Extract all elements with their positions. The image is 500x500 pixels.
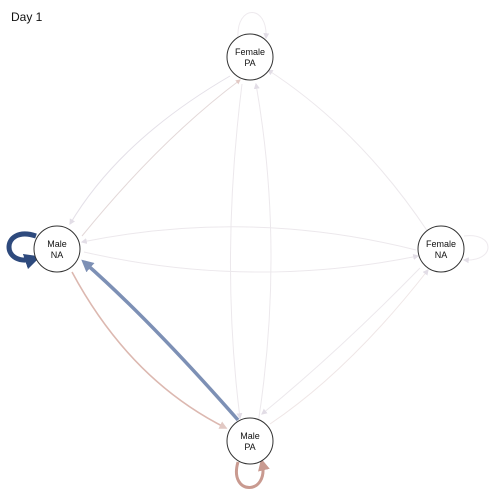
diagram-title: Day 1 (11, 10, 43, 24)
edge-female-na-to-male-pa (261, 267, 421, 415)
edge-female-na-to-female-pa (266, 69, 429, 233)
edge-female-pa-to-male-na (69, 75, 231, 226)
node-label-line2: PA (244, 442, 255, 452)
node-female-pa[interactable]: Female PA (226, 33, 274, 81)
edge-male-pa-to-female-pa (253, 82, 272, 425)
edge-female-pa-to-male-pa (229, 83, 243, 420)
self-loop-female-pa (237, 12, 270, 40)
edge-male-na-to-female-pa (81, 79, 241, 237)
node-label-line1: Female (426, 239, 456, 249)
node-female-na[interactable]: Female NA (417, 225, 465, 273)
node-label-line1: Female (235, 47, 265, 57)
edge-male-pa-to-female-na (269, 269, 429, 425)
edge-male-na-to-female-na (83, 251, 420, 273)
self-loop-male-na (6, 231, 41, 270)
node-male-pa[interactable]: Male PA (226, 417, 274, 465)
self-loop-male-pa (234, 458, 270, 489)
edge-male-pa-to-male-na (81, 259, 240, 422)
node-male-na[interactable]: Male NA (33, 225, 81, 273)
edge-male-na-to-male-pa (71, 271, 228, 429)
edge-female-na-to-male-na (80, 226, 417, 251)
node-label-line2: NA (435, 250, 448, 260)
faint-edges (69, 12, 489, 425)
node-label-line2: PA (244, 58, 255, 68)
node-label-line1: Male (240, 431, 260, 441)
self-loop-female-na (462, 235, 489, 264)
node-label-line2: NA (51, 250, 64, 260)
node-label-line1: Male (47, 239, 67, 249)
